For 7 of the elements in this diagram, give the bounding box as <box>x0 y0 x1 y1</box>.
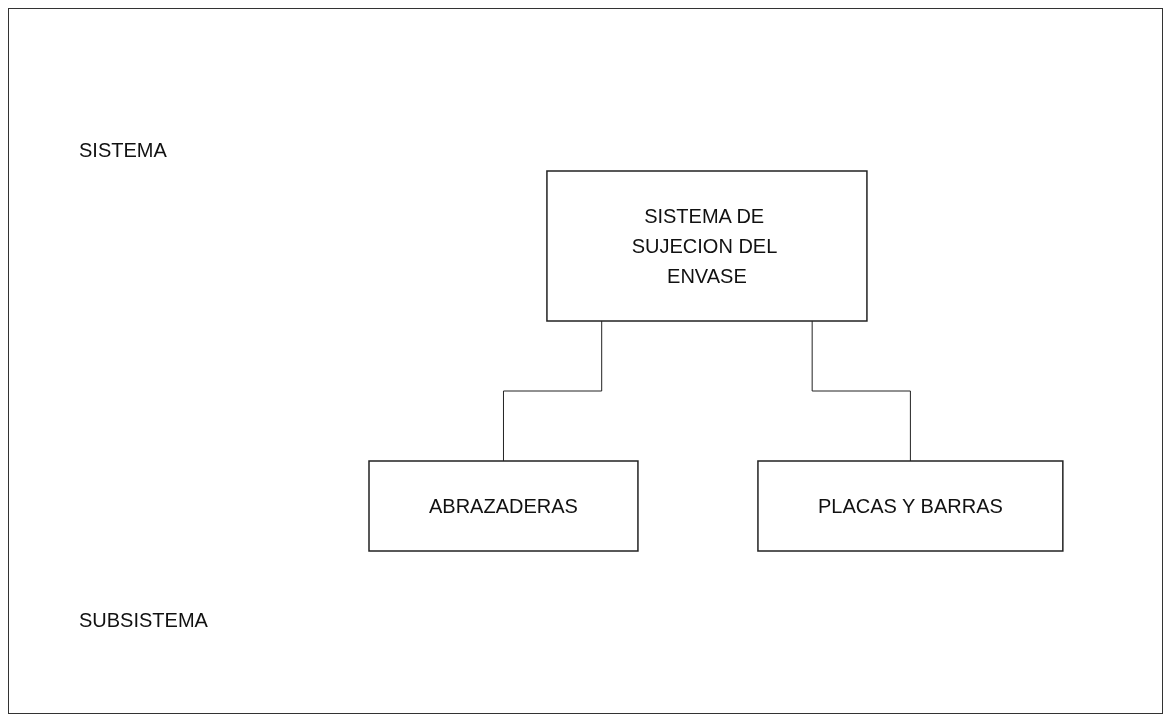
level-label: SISTEMA <box>79 139 167 162</box>
node-box: ABRAZADERAS <box>367 460 639 552</box>
node-box: SISTEMA DE SUJECION DEL ENVASE <box>545 170 868 322</box>
connector <box>811 320 911 462</box>
connector <box>502 320 602 462</box>
level-label: SUBSISTEMA <box>79 609 208 632</box>
node-box: PLACAS Y BARRAS <box>756 460 1064 552</box>
